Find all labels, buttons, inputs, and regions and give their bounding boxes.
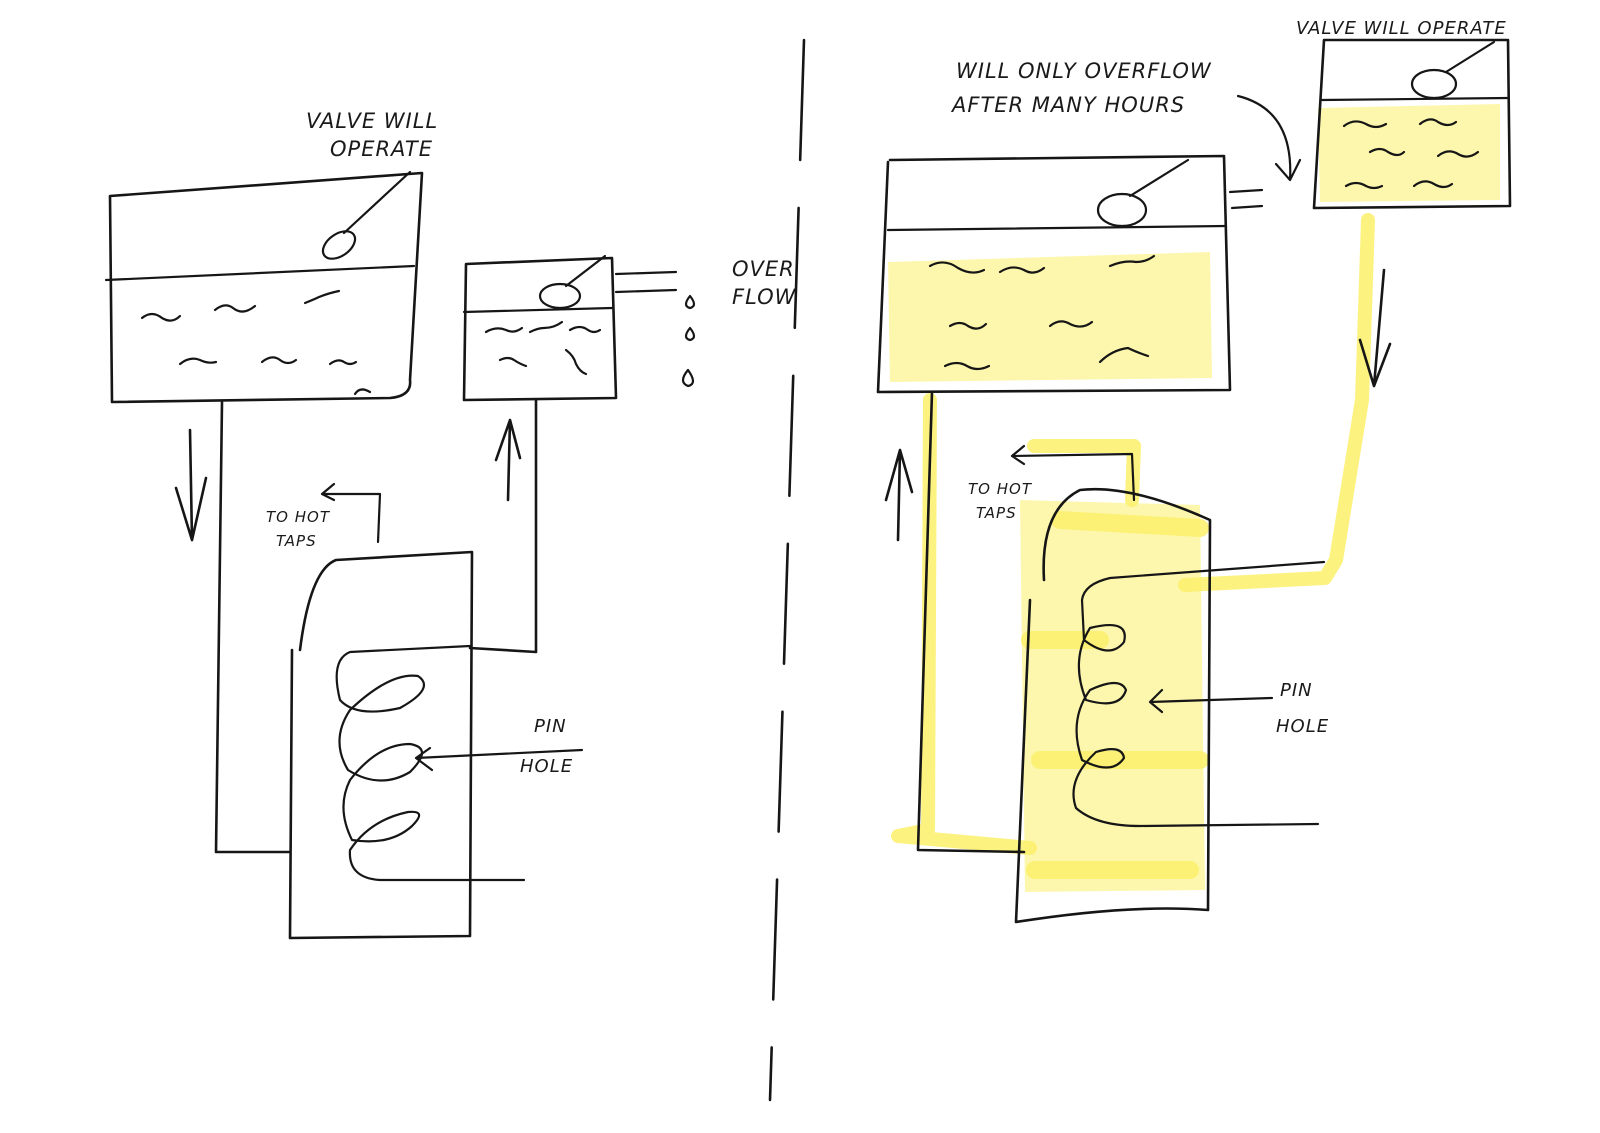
label-line: HOLE (520, 756, 573, 777)
right-valve-label: VALVE WILL OPERATE (1296, 18, 1507, 39)
flow-up-arrow (494, 418, 522, 502)
label-line: VALVE WILL OPERATE (1296, 18, 1507, 39)
hot-cylinder (288, 550, 474, 940)
left-valve-label: VALVE WILL OPERATE (306, 109, 438, 161)
cold-tank (108, 171, 424, 404)
cold-tank (876, 154, 1232, 394)
feed-tank (1312, 38, 1512, 210)
flow-down-arrow (174, 428, 208, 542)
label-line: PIN (534, 716, 567, 737)
label-line: OVER (732, 257, 795, 281)
heating-coil (335, 644, 526, 882)
ballcock-icon (538, 282, 582, 310)
left-taps-label: TO HOT TAPS (266, 508, 331, 550)
label-line: PIN (1280, 680, 1313, 701)
hot-cylinder (1014, 487, 1212, 924)
right-diagram (876, 38, 1512, 924)
label-line: TO HOT (968, 480, 1033, 498)
ballcock-icon (1410, 68, 1458, 100)
drip-icon (681, 368, 695, 388)
right-taps-label: TO HOT TAPS (968, 480, 1033, 522)
label-line: HOLE (1276, 716, 1329, 737)
label-line: OPERATE (330, 137, 433, 161)
right-pinhole-label: PIN HOLE (1276, 680, 1329, 737)
left-diagram (104, 170, 696, 940)
flow-up-arrow (884, 448, 914, 542)
expansion-tank (462, 256, 618, 402)
highlighted-water-path (888, 104, 1500, 892)
left-pinhole-label: PIN HOLE (520, 716, 573, 777)
drip-icon (684, 326, 696, 342)
label-line: TAPS (276, 532, 317, 550)
ballcock-icon (321, 230, 357, 260)
label-line: AFTER MANY HOURS (950, 93, 1185, 117)
right-overflow-note: WILL ONLY OVERFLOW AFTER MANY HOURS (950, 59, 1212, 117)
flow-down-arrow (1358, 268, 1392, 388)
divider-line (768, 38, 806, 1102)
label-line: VALVE WILL (306, 109, 438, 133)
label-line: TAPS (976, 504, 1017, 522)
heating-coil (1072, 560, 1326, 828)
ballcock-icon (1096, 192, 1148, 228)
label-line: WILL ONLY OVERFLOW (956, 59, 1212, 83)
label-line: FLOW (732, 285, 797, 309)
left-overflow-label: OVER FLOW (732, 257, 797, 309)
label-line: TO HOT (266, 508, 331, 526)
drip-icon (684, 294, 696, 310)
